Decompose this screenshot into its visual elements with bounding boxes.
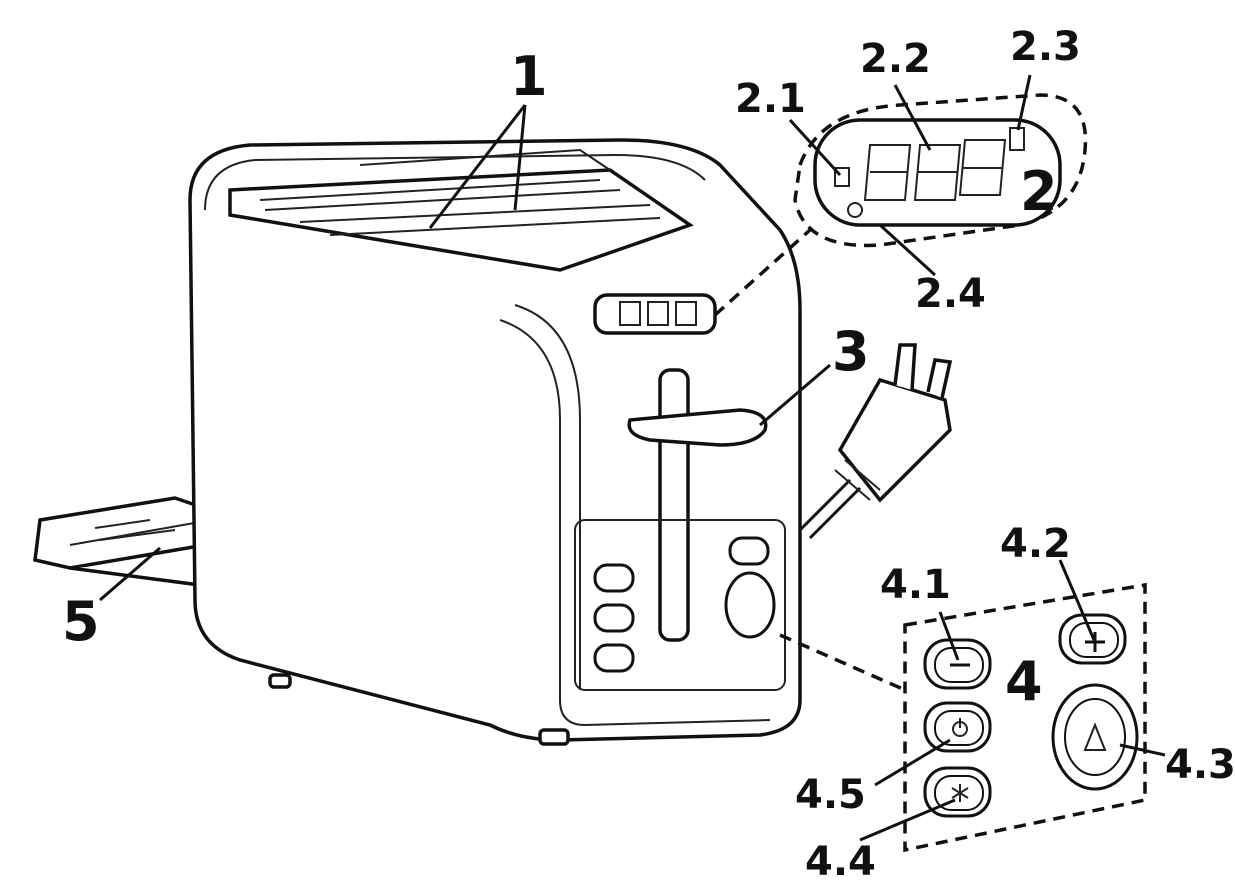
callout-2-3: 2.3 <box>1010 24 1081 70</box>
callout-4-1: 4.1 <box>880 562 951 608</box>
snowflake-icon <box>951 784 969 802</box>
toaster-body <box>188 138 802 746</box>
minus-button-detail <box>923 638 992 690</box>
callout-4-5: 4.5 <box>795 772 866 818</box>
start-button-detail <box>1051 683 1139 791</box>
display-detail <box>713 93 1088 317</box>
callout-5: 5 <box>62 590 100 653</box>
callout-3: 3 <box>832 320 870 383</box>
callout-4-2: 4.2 <box>1000 521 1071 567</box>
callout-2-1: 2.1 <box>735 76 806 122</box>
leader-lines <box>99 74 1166 842</box>
callout-4: 4 <box>1005 650 1043 713</box>
triangle-start-icon <box>1083 722 1107 751</box>
callout-1: 1 <box>510 45 548 108</box>
control-panel-detail <box>779 582 1147 853</box>
callout-2-2: 2.2 <box>860 36 931 82</box>
power-button-detail <box>923 701 992 753</box>
crumb-tray <box>33 496 212 587</box>
power-plug <box>798 343 953 540</box>
callout-4-4: 4.4 <box>805 839 876 885</box>
callout-2: 2 <box>1020 160 1058 223</box>
plus-icon <box>1085 632 1105 652</box>
defrost-button-detail <box>923 766 992 818</box>
callout-4-3: 4.3 <box>1165 742 1235 788</box>
callout-2-4: 2.4 <box>915 271 986 317</box>
